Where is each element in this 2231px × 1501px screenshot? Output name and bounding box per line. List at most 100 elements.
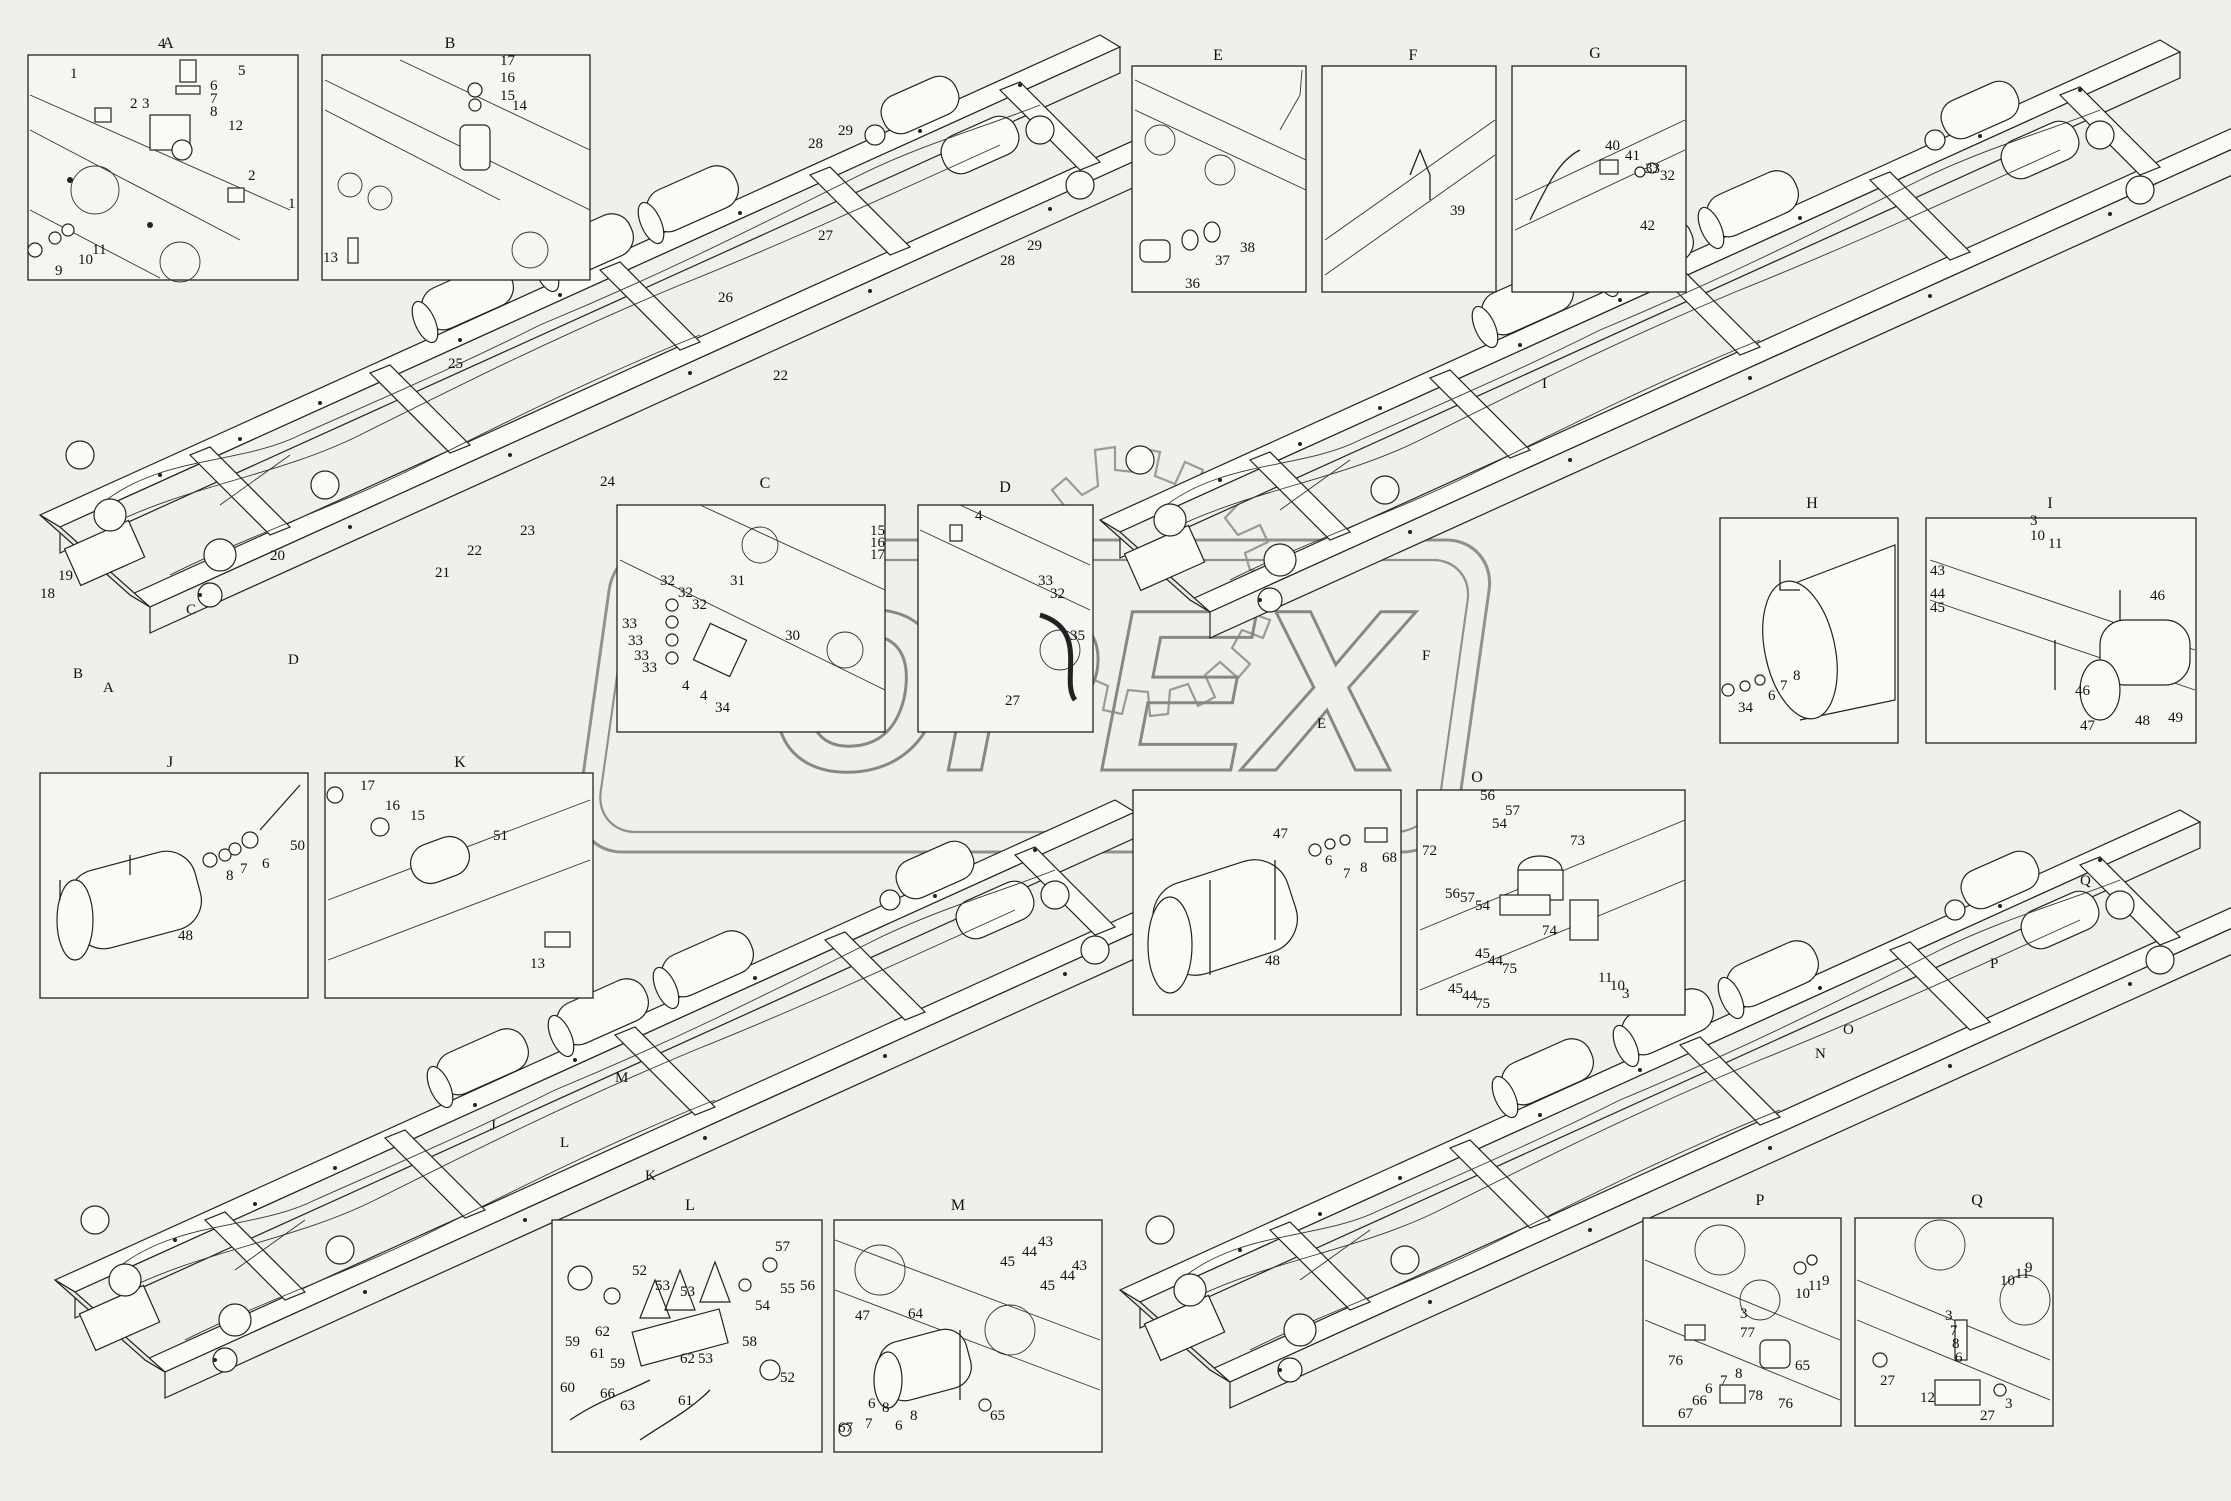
svg-text:41: 41 (1625, 148, 1640, 164)
svg-text:8: 8 (910, 1408, 918, 1424)
svg-text:27: 27 (1005, 693, 1021, 709)
panel-g: G 40 41 33 32 42 (1511, 45, 1687, 293)
panel-b: B 17 16 15 14 13 (321, 35, 591, 281)
svg-text:F: F (1409, 47, 1418, 64)
svg-text:53: 53 (698, 1351, 713, 1367)
svg-text:34: 34 (1738, 700, 1754, 716)
svg-text:44: 44 (1488, 953, 1504, 969)
svg-text:36: 36 (1185, 276, 1201, 292)
svg-text:32: 32 (660, 573, 675, 589)
svg-text:3: 3 (1945, 1308, 1953, 1324)
svg-text:33: 33 (628, 633, 643, 649)
svg-text:8: 8 (226, 868, 234, 884)
svg-text:B: B (445, 35, 456, 52)
svg-text:76: 76 (1778, 1396, 1794, 1412)
svg-text:47: 47 (855, 1308, 871, 1324)
svg-text:J: J (490, 1118, 496, 1134)
svg-text:74: 74 (1542, 923, 1558, 939)
svg-text:10: 10 (1795, 1286, 1810, 1302)
svg-text:D: D (288, 652, 299, 668)
svg-text:H: H (1806, 495, 1818, 512)
svg-text:33: 33 (634, 648, 649, 664)
svg-text:4: 4 (700, 688, 708, 704)
svg-text:6: 6 (895, 1418, 903, 1434)
svg-text:24: 24 (600, 474, 616, 490)
svg-text:6: 6 (868, 1396, 876, 1412)
svg-text:8: 8 (882, 1400, 890, 1416)
svg-text:43: 43 (1930, 563, 1945, 579)
svg-text:9: 9 (55, 263, 63, 279)
panel-e: E 38 37 36 (1131, 47, 1307, 293)
svg-text:39: 39 (1450, 203, 1465, 219)
svg-text:16: 16 (500, 70, 516, 86)
svg-text:65: 65 (990, 1408, 1005, 1424)
chassis-top-left-callouts: 28 29 27 28 29 26 25 22 24 23 22 21 20 1… (40, 123, 1042, 696)
svg-text:43: 43 (1072, 1258, 1087, 1274)
svg-text:6: 6 (1955, 1350, 1963, 1366)
svg-text:4: 4 (158, 36, 166, 52)
panel-a: A 1 4 5 2 3 6 7 8 12 2 1 11 10 9 (27, 35, 299, 283)
svg-text:47: 47 (1273, 826, 1289, 842)
svg-text:7: 7 (1720, 1373, 1728, 1389)
panel-l: L 57 52 53 53 55 56 54 58 62 59 61 62 59… (551, 1197, 823, 1453)
svg-text:Q: Q (2080, 873, 2091, 889)
svg-text:60: 60 (560, 1380, 575, 1396)
svg-text:45: 45 (1000, 1254, 1015, 1270)
svg-text:35: 35 (1070, 628, 1085, 644)
panel-q: Q 10 11 9 3 7 8 6 27 12 3 27 (1854, 1192, 2054, 1427)
svg-text:33: 33 (1645, 161, 1660, 177)
svg-text:49: 49 (2168, 710, 2183, 726)
svg-text:11: 11 (2015, 1266, 2029, 1282)
svg-text:53: 53 (655, 1278, 670, 1294)
svg-text:32: 32 (1660, 168, 1675, 184)
svg-text:23: 23 (520, 523, 535, 539)
svg-text:I: I (2047, 495, 2052, 512)
svg-text:8: 8 (1952, 1336, 1960, 1352)
svg-text:G: G (1589, 45, 1601, 62)
svg-text:9: 9 (2025, 1260, 2033, 1276)
svg-text:51: 51 (493, 828, 508, 844)
svg-text:47: 47 (2080, 718, 2096, 734)
svg-text:54: 54 (755, 1298, 771, 1314)
svg-text:75: 75 (1475, 996, 1490, 1012)
chassis-top-right-callouts: I E F (1317, 376, 1547, 732)
svg-text:54: 54 (1475, 898, 1491, 914)
svg-text:A: A (162, 35, 174, 52)
svg-text:56: 56 (1445, 886, 1461, 902)
svg-text:C: C (760, 475, 771, 492)
svg-text:P: P (1990, 956, 1998, 972)
panel-h: H 34 6 7 8 (1719, 495, 1899, 744)
svg-text:P: P (1756, 1192, 1765, 1209)
svg-text:C: C (186, 602, 196, 618)
svg-text:68: 68 (1382, 850, 1397, 866)
svg-text:2: 2 (130, 96, 138, 112)
svg-text:29: 29 (1027, 238, 1042, 254)
svg-text:34: 34 (715, 700, 731, 716)
svg-text:11: 11 (92, 242, 106, 258)
svg-text:A: A (103, 680, 114, 696)
svg-text:16: 16 (870, 535, 886, 551)
svg-text:3: 3 (2030, 513, 2038, 529)
svg-text:27: 27 (1880, 1373, 1896, 1389)
svg-text:66: 66 (1692, 1393, 1708, 1409)
svg-text:45: 45 (1040, 1278, 1055, 1294)
svg-text:10: 10 (2000, 1273, 2015, 1289)
svg-text:26: 26 (718, 290, 734, 306)
svg-text:7: 7 (1950, 1323, 1958, 1339)
svg-text:7: 7 (240, 861, 248, 877)
svg-text:L: L (685, 1197, 695, 1214)
svg-text:72: 72 (1422, 843, 1437, 859)
svg-text:8: 8 (1793, 668, 1801, 684)
svg-text:33: 33 (642, 660, 657, 676)
svg-text:K: K (454, 754, 466, 771)
svg-text:M: M (615, 1070, 628, 1086)
panel-c: C 15 16 17 31 32 32 32 33 33 33 33 30 4 … (616, 475, 886, 733)
svg-text:N: N (1815, 1046, 1826, 1062)
svg-text:13: 13 (530, 956, 545, 972)
svg-text:22: 22 (773, 368, 788, 384)
svg-text:46: 46 (2150, 588, 2166, 604)
svg-text:6: 6 (1768, 688, 1776, 704)
svg-text:48: 48 (2135, 713, 2150, 729)
svg-text:32: 32 (1050, 586, 1065, 602)
